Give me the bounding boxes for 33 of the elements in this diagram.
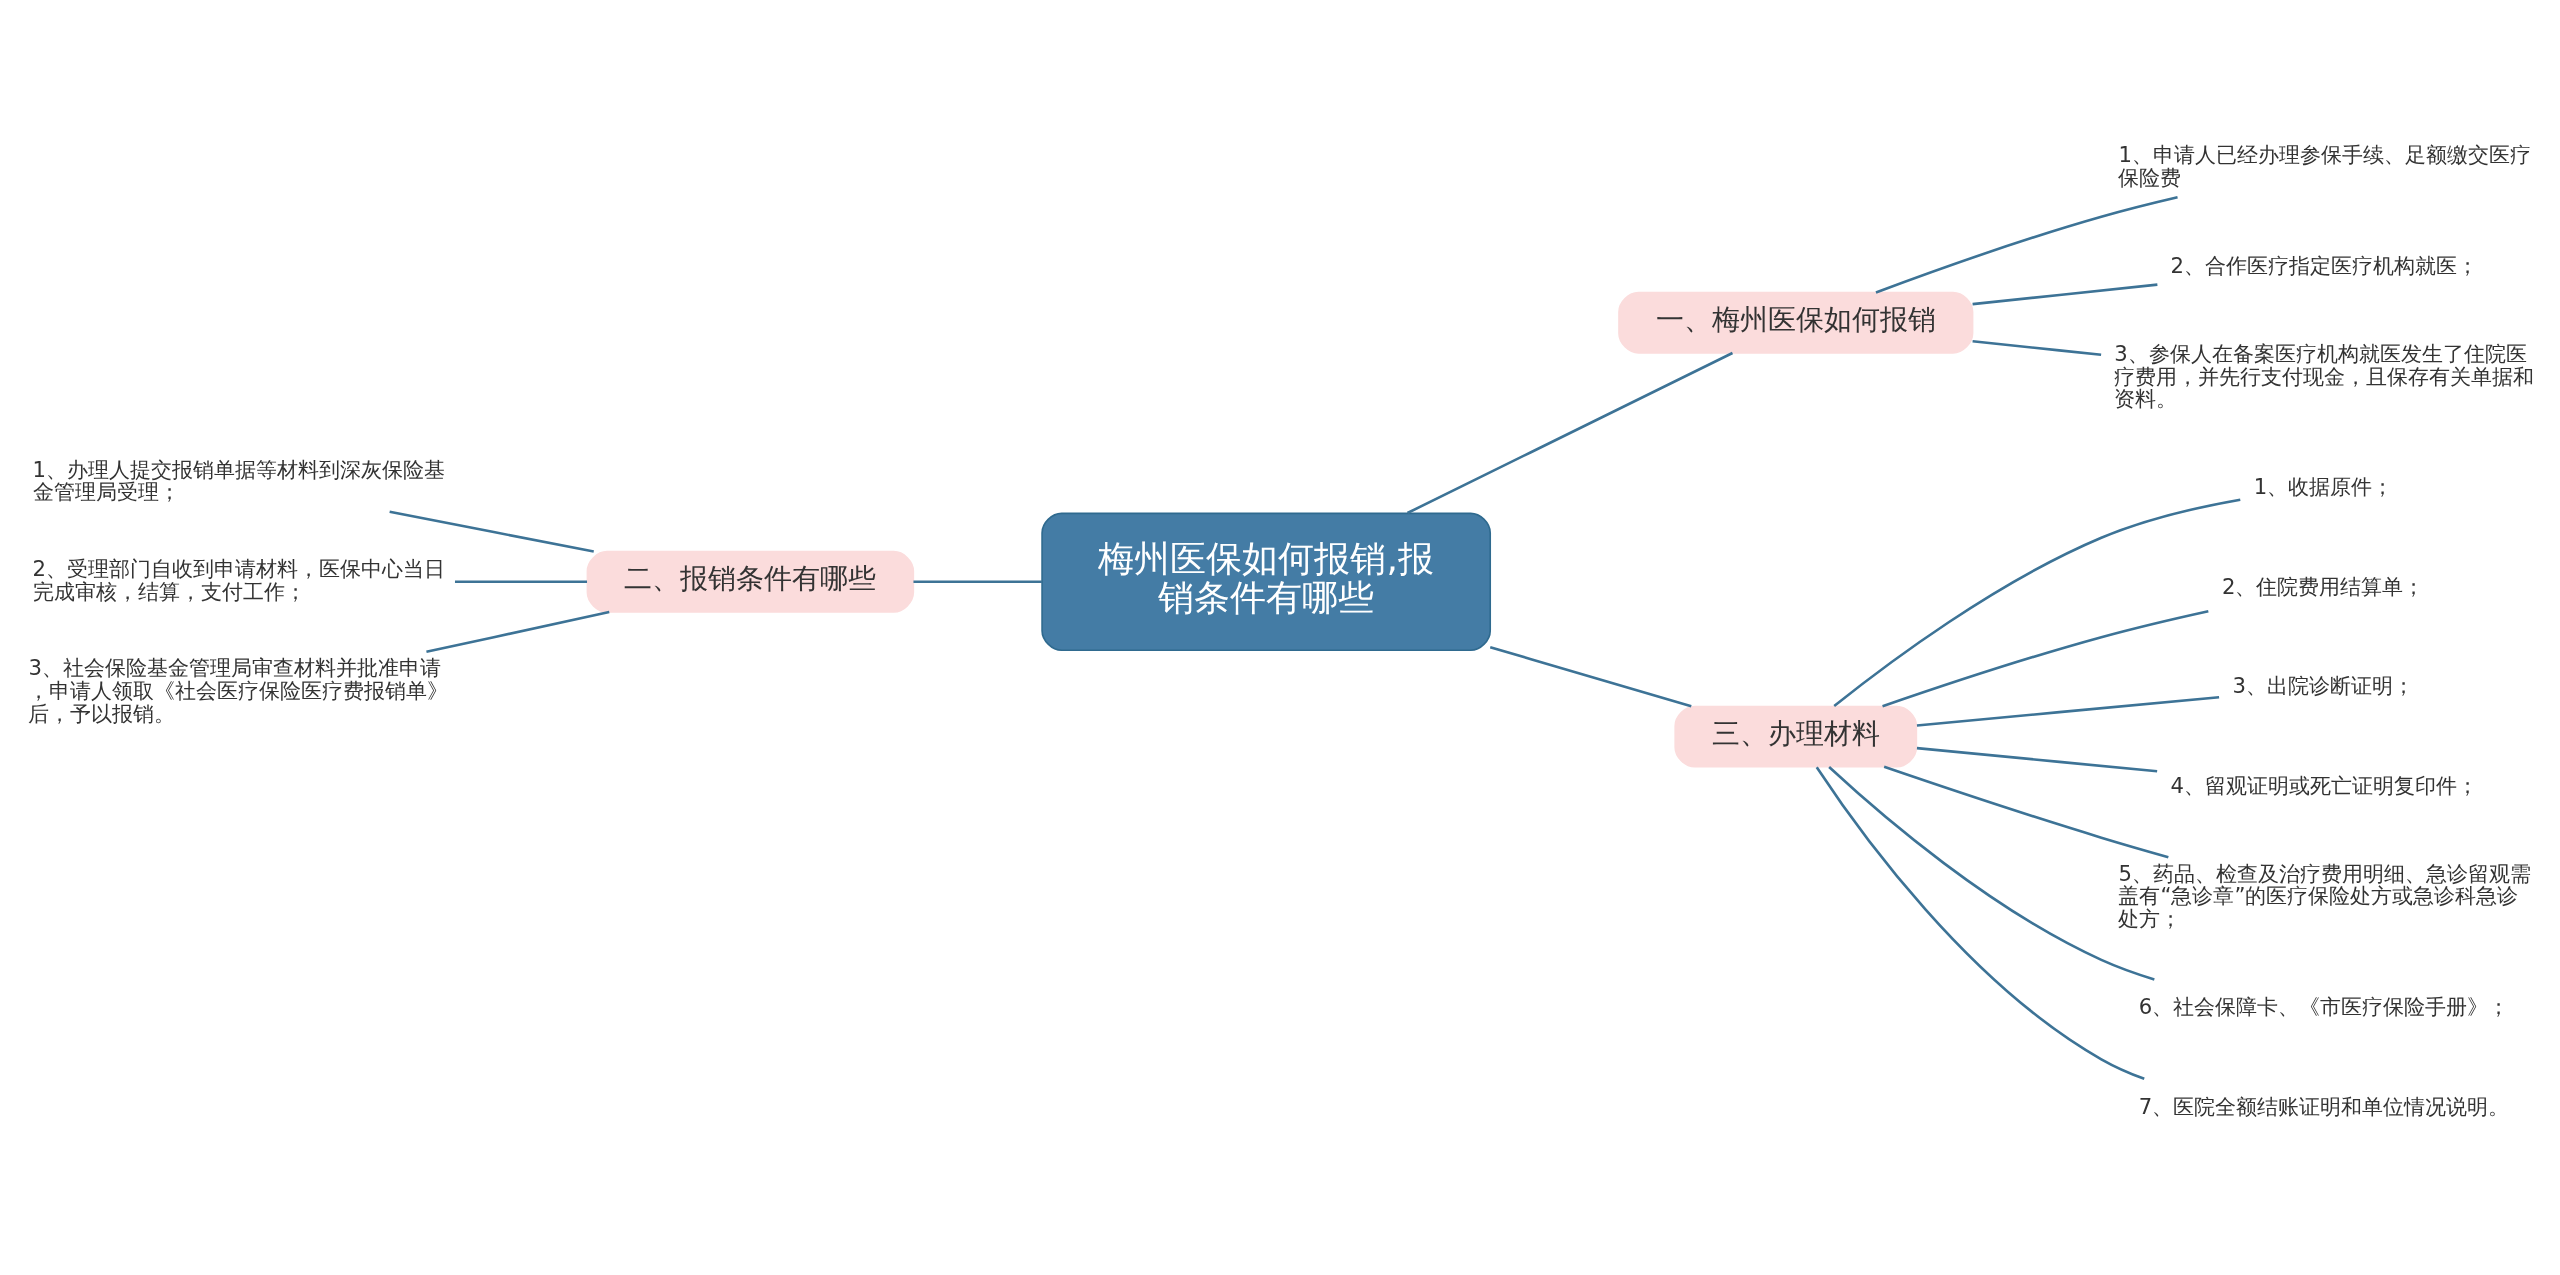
node-text: 3、参保人在备案医疗机构就医发生了住院医疗费用，并先行支付现金，且保存有关单据和资料。 bbox=[2114, 340, 2535, 411]
connector bbox=[1489, 645, 1692, 708]
connector bbox=[1916, 695, 2220, 727]
node-box: 二、报销条件有哪些 bbox=[586, 550, 915, 613]
connector bbox=[389, 510, 594, 553]
node-text: 4、留观证明或死亡证明复印件； bbox=[2170, 772, 2479, 798]
connector bbox=[1972, 282, 2158, 305]
node-box: 梅州医保如何报销,报销条件有哪些 bbox=[1041, 512, 1492, 651]
connector bbox=[1916, 746, 2158, 773]
connector bbox=[1815, 765, 2145, 1080]
connector bbox=[1972, 339, 2102, 356]
node-text: 2、住院费用结算单； bbox=[2221, 573, 2425, 599]
node-text: 1、收据原件； bbox=[2253, 473, 2394, 499]
connector bbox=[426, 610, 610, 653]
connector bbox=[1828, 765, 2155, 981]
node-box: 一、梅州医保如何报销 bbox=[1618, 291, 1974, 354]
node-text: 1、申请人已经办理参保手续、足额缴交医疗保险费 bbox=[2118, 141, 2531, 190]
node-text: 7、医院全额结账证明和单位情况说明。 bbox=[2138, 1093, 2510, 1119]
connector bbox=[1875, 195, 2178, 294]
node-text: 3、出院诊断证明； bbox=[2232, 672, 2414, 698]
connector bbox=[455, 579, 588, 583]
node-text: 1、办理人提交报销单据等材料到深灰保险基金管理局受理； bbox=[32, 456, 445, 504]
node-text: 6、社会保障卡、《市医疗保险手册》； bbox=[2138, 993, 2510, 1019]
connector bbox=[913, 579, 1042, 583]
node-text: 2、受理部门自收到申请材料，医保中心当日完成审核，结算，支付工作； bbox=[32, 555, 445, 604]
connector bbox=[1833, 497, 2241, 707]
connector bbox=[1406, 351, 1734, 514]
node-box: 三、办理材料 bbox=[1674, 705, 1918, 768]
node-text: 2、合作医疗指定医疗机构就医； bbox=[2170, 252, 2479, 278]
connector bbox=[1882, 609, 2209, 707]
connector bbox=[1883, 765, 2169, 858]
node-text: 3、社会保险基金管理局审查材料并批准申请，申请人领取《社会医疗保险医疗费报销单》后，予以报销。 bbox=[28, 654, 449, 726]
node-text: 5、药品、检查及治疗费用明细、急诊留观需盖有“急诊章”的医疗保险处方或急诊科急诊处方； bbox=[2118, 860, 2531, 931]
